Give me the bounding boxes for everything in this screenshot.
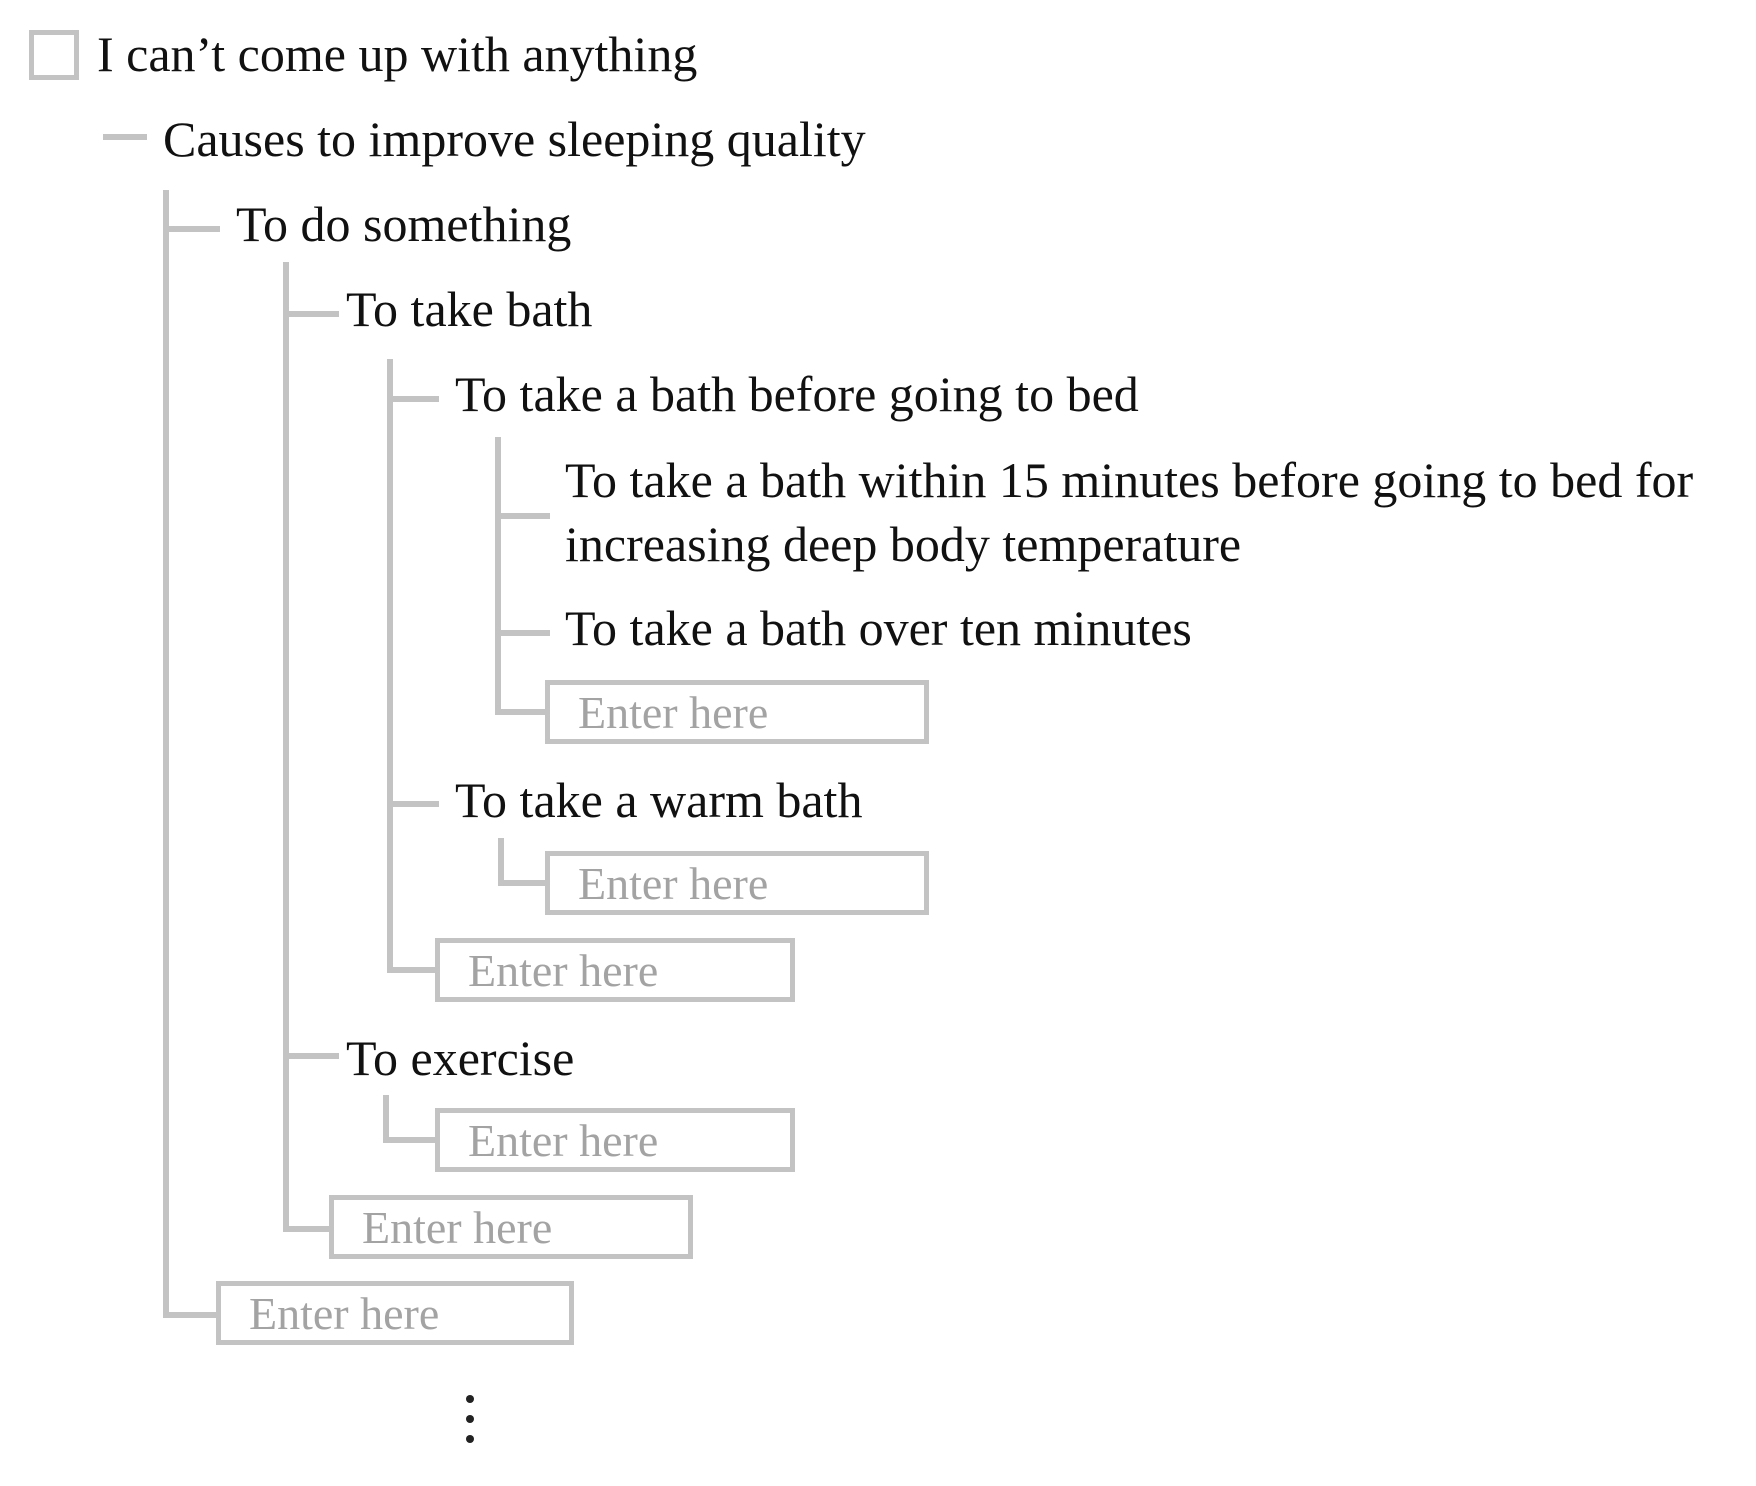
tree-node-warm-bath: To take a warm bath (455, 772, 863, 828)
enter-here-input[interactable] (435, 938, 795, 1002)
dont-know-checkbox[interactable] (29, 30, 79, 80)
tree-connector (495, 630, 550, 636)
tree-connector (383, 1137, 439, 1143)
tree-connector (283, 311, 339, 317)
tree-connector (498, 838, 504, 886)
tree-connector (283, 262, 289, 1232)
tree-connector (283, 1226, 333, 1232)
vertical-ellipsis-icon (466, 1395, 474, 1443)
tree-connector (163, 1312, 220, 1318)
tree-connector (498, 880, 550, 886)
tree-node-bath-15-minutes: To take a bath within 15 minutes before … (565, 452, 1694, 572)
tree-connector (387, 801, 439, 807)
dont-know-label: I can’t come up with anything (97, 26, 698, 82)
tree-connector (163, 226, 220, 232)
tree-connector (163, 190, 169, 1318)
tree-node-do-something: To do something (236, 196, 572, 252)
tree-connector (383, 1095, 389, 1143)
tree-node-root: Causes to improve sleeping quality (163, 111, 866, 167)
tree-node-bath-before-bed: To take a bath before going to bed (455, 366, 1139, 422)
tree-node-bath-ten-minutes: To take a bath over ten minutes (565, 600, 1192, 656)
enter-here-input[interactable] (435, 1108, 795, 1172)
tree-connector (387, 359, 393, 973)
minus-icon[interactable] (103, 134, 147, 140)
enter-here-input[interactable] (545, 680, 929, 744)
tree-connector (387, 396, 439, 402)
tree-connector (495, 437, 501, 715)
enter-here-input[interactable] (329, 1195, 693, 1259)
tree-connector (387, 967, 439, 973)
tree-node-exercise: To exercise (346, 1030, 575, 1086)
tree-node-take-bath: To take bath (346, 281, 593, 337)
tree-connector (495, 513, 550, 519)
tree-connector (283, 1053, 339, 1059)
enter-here-input[interactable] (216, 1281, 574, 1345)
tree-connector (495, 709, 545, 715)
enter-here-input[interactable] (545, 851, 929, 915)
